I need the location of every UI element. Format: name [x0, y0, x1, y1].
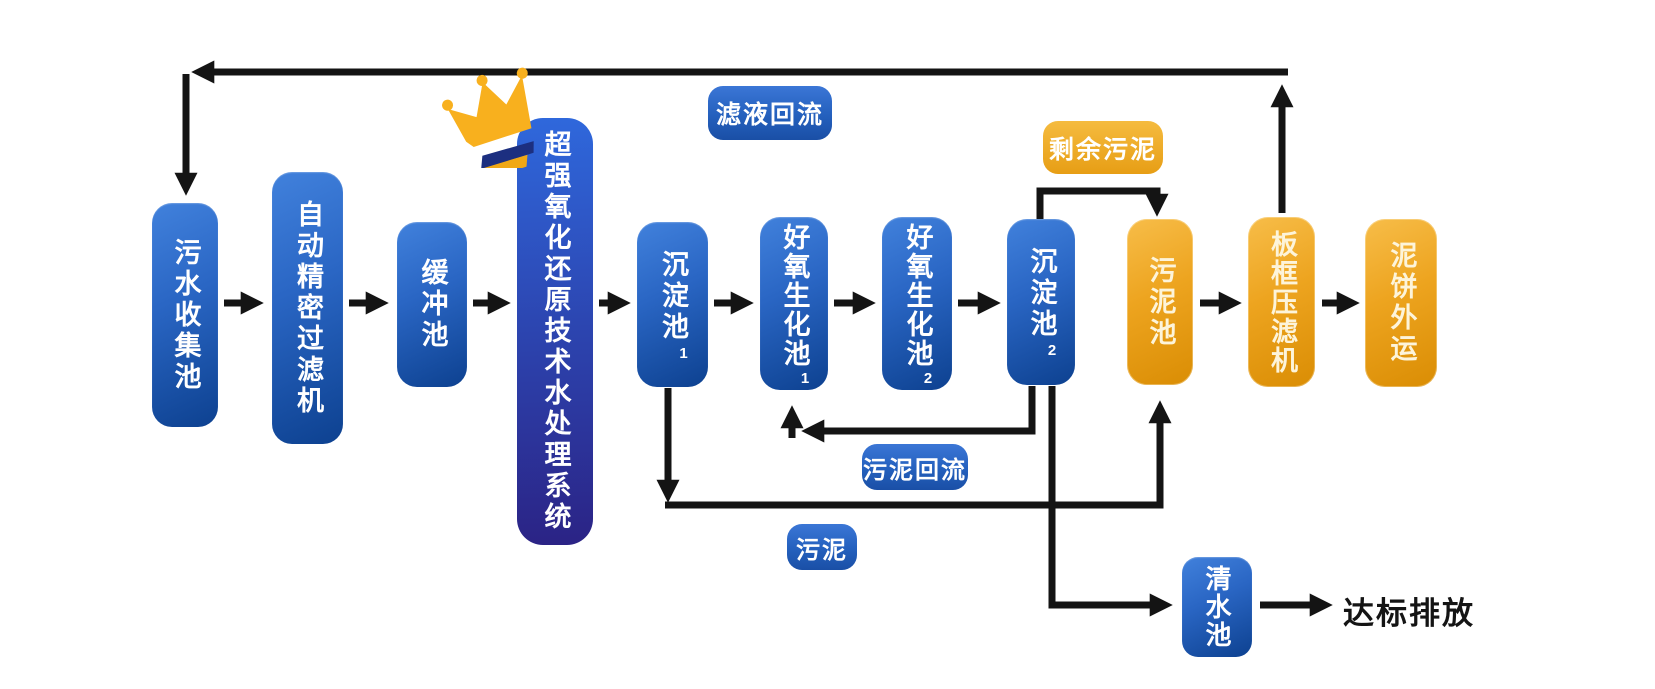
node-sludge-pool: 污泥池: [1127, 219, 1193, 385]
node-label: 自动精密过滤机: [293, 199, 323, 417]
node-auto-filter: 自动精密过滤机: [272, 172, 343, 444]
node-label: 好氧生化池: [779, 222, 810, 368]
node-label: 沉淀池: [1026, 247, 1057, 340]
node-label: 好氧生化池: [902, 222, 933, 368]
node-buffer-pool: 缓冲池: [397, 222, 467, 387]
node-label: 超强氧化还原技术水处理系统: [540, 130, 571, 533]
node-subscript: 2: [1043, 342, 1061, 359]
node-label: 板框压滤机: [1267, 229, 1297, 375]
sludge-to-sludge-pool-arrow: [665, 400, 1172, 509]
node-sedimentation-2: 沉淀池 2: [1007, 219, 1075, 385]
node-oxidation-system: 超强氧化还原技术水处理系统: [517, 118, 593, 545]
node-mudcake-out: 泥饼外运: [1365, 219, 1437, 387]
node-aerobic-2: 好氧生化池2: [882, 217, 952, 390]
node-label: 清水池: [1202, 565, 1232, 649]
node-label: 污泥池: [1145, 255, 1176, 349]
node-filter-press: 板框压滤机: [1248, 217, 1315, 387]
clearwater-arrow: [1048, 386, 1173, 617]
node-subscript: 1: [796, 369, 814, 387]
node-aerobic-1: 好氧生化池1: [760, 217, 828, 390]
node-label: 泥饼外运: [1386, 241, 1417, 365]
node-subscript: 2: [919, 369, 937, 387]
discharge-text: 达标排放: [1343, 596, 1475, 631]
node-sewage-collection: 污水收集池: [152, 203, 218, 427]
node-label: 污水收集池: [170, 237, 201, 393]
label-sludge: 污泥: [787, 524, 857, 570]
node-subscript: 1: [675, 344, 692, 362]
label-sludge-return: 污泥回流: [862, 444, 968, 490]
node-label: 缓冲池: [417, 258, 448, 351]
sludge-return-arrow: [801, 386, 1036, 443]
node-clearwater-pool: 清水池: [1182, 557, 1252, 657]
node-label: 沉淀池: [658, 249, 688, 343]
crown-icon: [442, 67, 534, 168]
surplus-sludge-arrow: [1036, 187, 1169, 221]
label-surplus-sludge: 剩余污泥: [1043, 121, 1163, 174]
label-filtrate-return: 滤液回流: [708, 86, 832, 140]
node-sedimentation-1: 沉淀池1: [637, 222, 708, 387]
